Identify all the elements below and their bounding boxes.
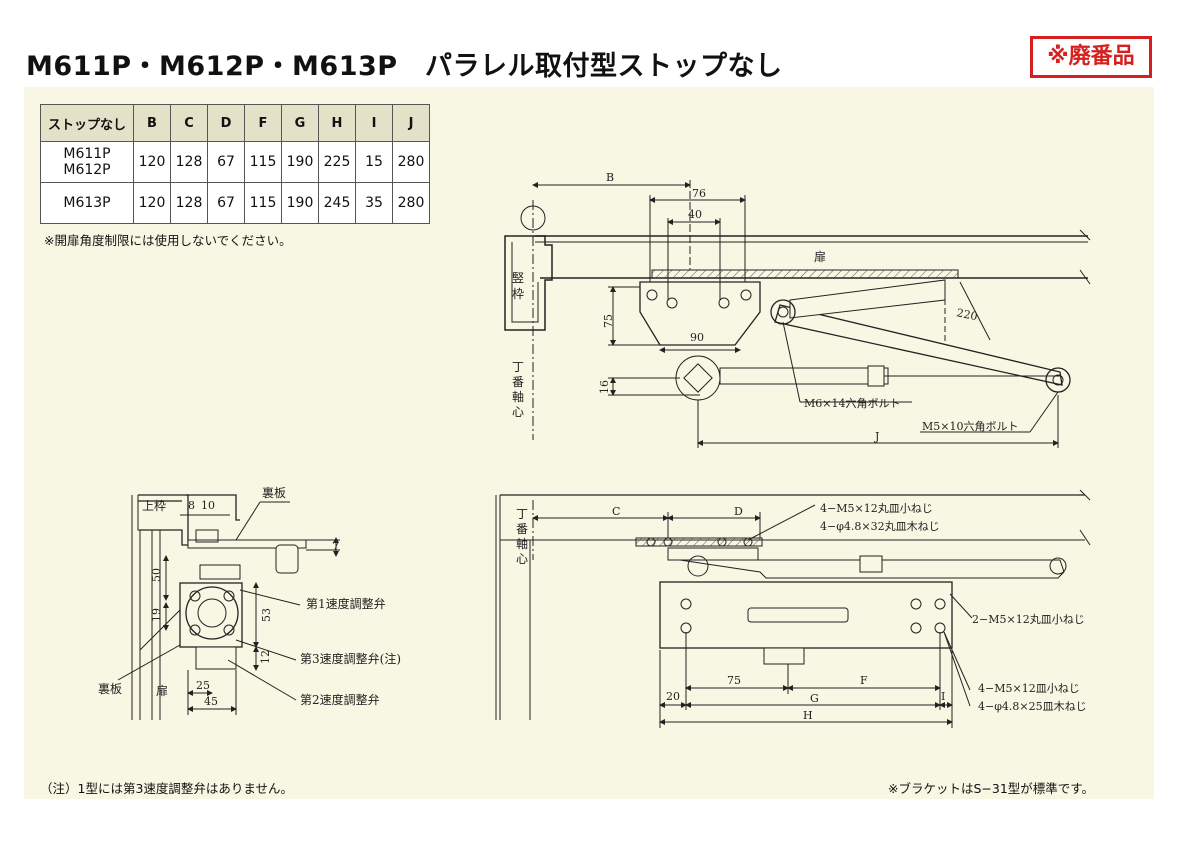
side-view-labels: 上枠 8 10 裏板 7 50 19 53 12 25 45 裏板 扉 第1速度…	[98, 485, 401, 708]
valve2-label: 第2速度調整弁	[300, 692, 380, 707]
dimension-table: ストップなし B C D F G H I J M611P M612P 120 1…	[40, 104, 430, 224]
footnote-left: （注）1型には第3速度調整弁はありません。	[40, 781, 294, 796]
dim-53-label: 53	[260, 608, 273, 622]
back-plate-bottom-label: 裏板	[98, 681, 122, 696]
table-header: G	[281, 104, 319, 142]
dim-40-label: 40	[688, 208, 702, 221]
table-header: C	[170, 104, 208, 142]
table-header: D	[207, 104, 245, 142]
table-cell: 120	[133, 182, 171, 224]
table-cell: 225	[318, 141, 356, 183]
front-closer-body	[659, 581, 953, 649]
table-header: F	[244, 104, 282, 142]
table-note: ※開扉角度制限には使用しないでください。	[44, 233, 292, 248]
table-header: I	[355, 104, 393, 142]
table-cell: 67	[207, 141, 245, 183]
front-mounting-plate	[635, 537, 763, 547]
table-header: ストップなし	[40, 104, 134, 142]
frame-top-label: 上枠	[142, 499, 166, 513]
dim-8-label: 8	[188, 499, 195, 512]
dim-45-label: 45	[204, 695, 218, 708]
dim-J-label: J	[874, 430, 879, 443]
frame-label-1: 竪	[512, 271, 524, 285]
front-hinge-axis-1: 丁	[516, 507, 528, 521]
dim-C-label: C	[612, 505, 620, 518]
front-view-labels: 丁 番 軸 心 C D 4−M5×12丸皿小ねじ 4−φ4.8×32丸皿木ねじ …	[516, 502, 1087, 722]
side-door-label: 扉	[156, 684, 168, 698]
dim-16-label: 16	[598, 380, 611, 394]
dim-10-label: 10	[201, 499, 215, 512]
model-name: M613P	[63, 195, 111, 211]
dim-75-front-label: 75	[727, 674, 741, 687]
discontinued-badge: ※廃番品	[1030, 36, 1152, 78]
model-name: M612P	[63, 162, 111, 178]
model-name: M611P	[63, 146, 111, 162]
side-view	[117, 494, 340, 720]
dim-76-label: 76	[692, 187, 706, 200]
dim-50-label: 50	[150, 568, 163, 582]
hinge-axis-label-3: 軸	[512, 390, 524, 404]
hinge-axis-label-2: 番	[512, 375, 524, 389]
front-hinge-axis-4: 心	[516, 552, 528, 566]
valve3-label: 第3速度調整弁(注)	[300, 651, 401, 666]
table-cell: 245	[318, 182, 356, 224]
dim-7-label: 7	[332, 540, 339, 553]
dim-D-label: D	[734, 505, 743, 518]
dim-B-label: B	[606, 171, 614, 184]
table-cell: 280	[392, 141, 430, 183]
table-cell: 190	[281, 182, 319, 224]
page-title: M611P・M612P・M613P パラレル取付型ストップなし	[26, 51, 783, 82]
table-cell: 115	[244, 182, 282, 224]
screw4-label: 4−M5×12皿小ねじ	[978, 682, 1080, 695]
screw5-label: 4−φ4.8×25皿木ねじ	[978, 700, 1087, 713]
bracket-body	[639, 281, 761, 346]
table-header: J	[392, 104, 430, 142]
side-back-plate	[187, 539, 307, 549]
valve1-label: 第1速度調整弁	[306, 596, 386, 611]
closer-pivot	[675, 355, 721, 401]
table-cell: 15	[355, 141, 393, 183]
hinge-axis-label-4: 心	[512, 405, 524, 419]
screw3-label: 2−M5×12丸皿小ねじ	[972, 613, 1085, 626]
door-label: 扉	[814, 250, 826, 264]
main-arm	[774, 304, 1063, 386]
back-plate-top-label: 裏板	[262, 485, 286, 500]
screw2-label: 4−φ4.8×32丸皿木ねじ	[820, 520, 940, 533]
frame-label-2: 枠	[512, 287, 524, 301]
bolt-m5-label: M5×10六角ボルト	[922, 420, 1018, 433]
mounting-plate	[651, 269, 959, 279]
front-view	[495, 489, 1091, 728]
table-row: M611P M612P 120 128 67 115 190 225 15 28…	[40, 141, 430, 183]
dim-12-label: 12	[259, 650, 272, 664]
footnote-right: ※ブラケットはS−31型が標準です。	[888, 781, 1095, 796]
table-cell: 280	[392, 182, 430, 224]
dim-90-label: 90	[690, 331, 704, 344]
table-cell: 115	[244, 141, 282, 183]
dim-I-label: I	[941, 690, 945, 703]
screw1-label: 4−M5×12丸皿小ねじ	[820, 502, 933, 515]
table-cell: 128	[170, 182, 208, 224]
dim-H-label: H	[803, 709, 813, 722]
table-cell: 35	[355, 182, 393, 224]
front-hinge-axis-3: 軸	[516, 537, 528, 551]
table-cell: 67	[207, 182, 245, 224]
bolt-m6-label: M6×14六角ボルト	[804, 397, 900, 410]
dim-25-label: 25	[196, 679, 210, 692]
dim-G-label: G	[810, 692, 819, 705]
dim-220-label: 220	[955, 306, 978, 323]
table-header-row: ストップなし B C D F G H I J	[40, 104, 430, 142]
table-row: M613P 120 128 67 115 190 245 35 280	[40, 182, 430, 224]
top-view-labels: B 76 40 75 90 16 220 J 扉 竪 枠 丁 番 軸 心 M6×…	[512, 171, 1018, 443]
model-cell: M613P	[40, 182, 134, 224]
dim-20-label: 20	[666, 690, 680, 703]
dim-F-label: F	[860, 674, 868, 687]
dim-75-label: 75	[602, 314, 615, 328]
front-hinge-axis-2: 番	[516, 522, 528, 536]
top-view	[504, 180, 1091, 448]
hinge-axis-label-1: 丁	[512, 360, 524, 374]
dim-19-label: 19	[150, 608, 163, 622]
sub-arm	[719, 367, 889, 385]
